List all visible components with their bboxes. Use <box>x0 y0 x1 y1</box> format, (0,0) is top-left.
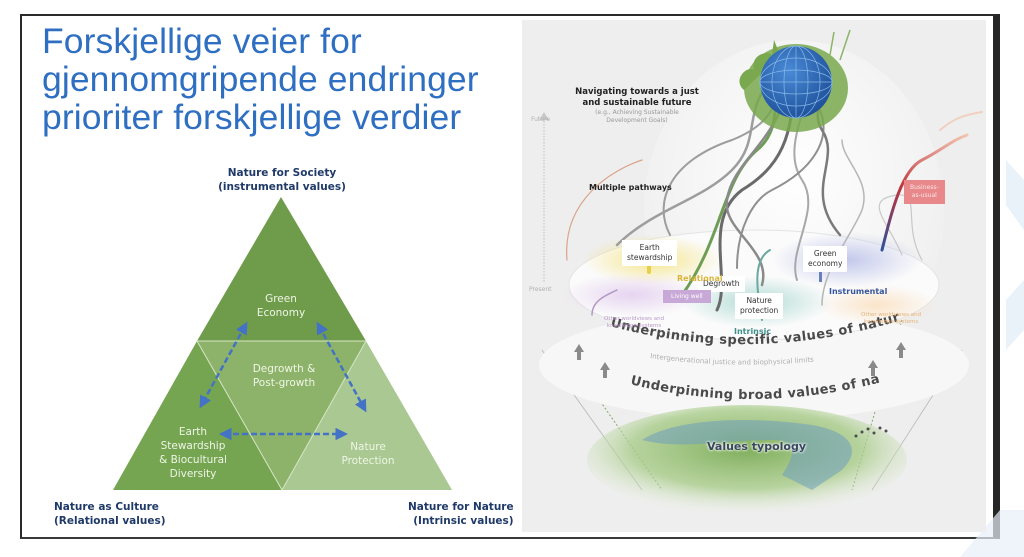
title-line-2: gjennomgripende endringer <box>42 59 479 99</box>
goal-title-line2: and sustainable future <box>582 98 692 108</box>
segment-green-economy <box>197 197 366 341</box>
values-triangle-diagram: Nature for Society (instrumental values) <box>40 160 520 530</box>
value-label-worldviews-left: Other worldviews and knowledge systems <box>604 316 664 330</box>
segment-label-nature-protection: Nature Protection <box>341 440 394 468</box>
degrowth-line1: Degrowth & <box>252 363 316 375</box>
worldviews-right-line2: knowledge systems <box>863 319 919 325</box>
broad-values-disc <box>539 310 969 420</box>
title-line-3: prioriter forskjellige verdier <box>42 97 462 137</box>
bau-line1: Business- <box>910 184 939 191</box>
value-label-relational: Relational <box>677 274 723 283</box>
value-label-intrinsic: Intrinsic <box>734 327 772 336</box>
earth-stewardship-line2: stewardship <box>627 253 673 262</box>
value-label-instrumental: Instrumental <box>829 287 888 296</box>
green-economy-marker <box>819 272 822 282</box>
green-economy-text-line1: Green <box>813 249 837 258</box>
nature-protection-line1: Nature <box>350 441 386 453</box>
river-shape <box>642 420 852 490</box>
value-label-living-well: Living well <box>663 290 711 303</box>
worldviews-glow-left <box>562 273 702 317</box>
green-economy-line2: Economy <box>256 307 306 319</box>
earth-line3: & Biocultural <box>159 454 227 466</box>
pathway-label-nature-protection: Nature protection <box>735 293 784 319</box>
values-typology-label: Values typology <box>707 440 807 453</box>
multiple-pathways-label: Multiple pathways <box>589 183 672 192</box>
corner-label-top: Nature for Society (instrumental values) <box>200 166 364 194</box>
time-axis-present: Present <box>529 286 552 293</box>
corner-top-line1: Nature for Society <box>227 167 337 179</box>
nature-protection-line2: Protection <box>341 455 395 467</box>
corner-label-bottom-right: Nature for Nature (Intrinsic values) <box>408 500 514 528</box>
pathways-illustration: Underpinning specific values of nature I… <box>522 20 983 515</box>
birds-icon <box>854 426 888 438</box>
layer-up-arrows <box>574 342 906 378</box>
green-economy-line1: Green <box>265 293 297 305</box>
goal-subtitle-line2: Development Goals) <box>606 117 668 124</box>
title-line-1: Forskjellige veier for <box>42 21 362 61</box>
goal-title-line1: Navigating towards a just <box>575 87 699 97</box>
earth-line1: Earth <box>178 426 208 438</box>
goal-text: Navigating towards a just and sustainabl… <box>562 87 712 125</box>
degrowth-line2: Post-growth <box>252 377 316 389</box>
pathways-figure: Underpinning specific values of nature I… <box>522 20 986 532</box>
segment-label-earth-stewardship: Earth Stewardship & Biocultural Diversit… <box>159 425 227 481</box>
earth-stewardship-line1: Earth <box>639 243 660 252</box>
nature-protection-text-line1: Nature <box>746 296 772 305</box>
corner-top-line2: (instrumental values) <box>218 181 346 193</box>
arrow-green-to-earth <box>199 321 248 409</box>
corner-label-bottom-left: Nature as Culture (Relational values) <box>54 500 166 528</box>
arrow-green-to-nature <box>316 321 367 413</box>
worldviews-left-line1: Other worldviews and <box>604 316 665 322</box>
worldviews-glow-right <box>817 285 937 325</box>
earth-line4: Diversity <box>169 468 217 480</box>
degrowth-text: Degrowth <box>703 279 740 288</box>
segment-earth-stewardship <box>113 341 282 490</box>
bau-line2: as-usual <box>911 192 937 199</box>
green-economy-text-line2: economy <box>808 259 843 268</box>
triangle-svg <box>113 197 452 491</box>
worldviews-left-line2: knowledge systems <box>606 323 662 329</box>
pathway-label-business-as-usual: Business- as-usual <box>904 180 945 204</box>
segment-nature-protection <box>282 341 452 490</box>
goal-subtitle-line1: (e.g., Achieving Sustainable <box>595 109 679 116</box>
corner-br-line1: Nature for Nature <box>408 501 514 513</box>
earth-line2: Stewardship <box>160 440 226 452</box>
globe-icon <box>739 29 851 132</box>
slide-title: Forskjellige veier for gjennomgripende e… <box>42 22 479 136</box>
nature-protection-text-line2: protection <box>740 306 779 315</box>
value-label-worldviews-right: Other worldviews and knowledge systems <box>861 312 921 326</box>
segment-label-degrowth: Degrowth & Post-growth <box>253 362 316 390</box>
worldviews-right-line1: Other worldviews and <box>861 312 922 318</box>
corner-bl-line1: Nature as Culture <box>54 501 159 513</box>
segment-label-green-economy: Green Economy <box>257 292 305 320</box>
time-axis-arrowhead <box>539 112 549 120</box>
corner-bl-line2: (Relational values) <box>54 515 166 527</box>
pathway-label-degrowth: Degrowth <box>698 276 745 292</box>
corner-br-line2: (Intrinsic values) <box>413 515 514 527</box>
time-axis-future: Future <box>531 116 551 123</box>
pathway-label-earth-stewardship: Earth stewardship <box>622 240 678 266</box>
pathway-label-green-economy: Green economy <box>803 246 848 272</box>
